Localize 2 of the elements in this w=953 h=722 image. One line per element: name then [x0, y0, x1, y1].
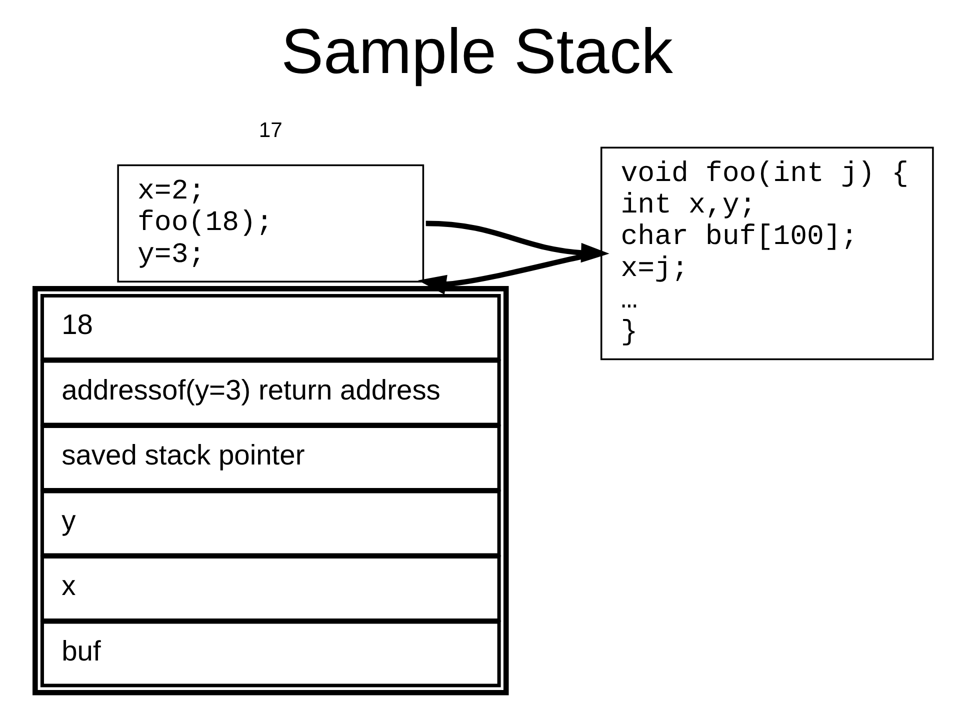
- label: 17: [258, 119, 282, 142]
- diagram-title: Sample Stack: [280, 17, 672, 88]
